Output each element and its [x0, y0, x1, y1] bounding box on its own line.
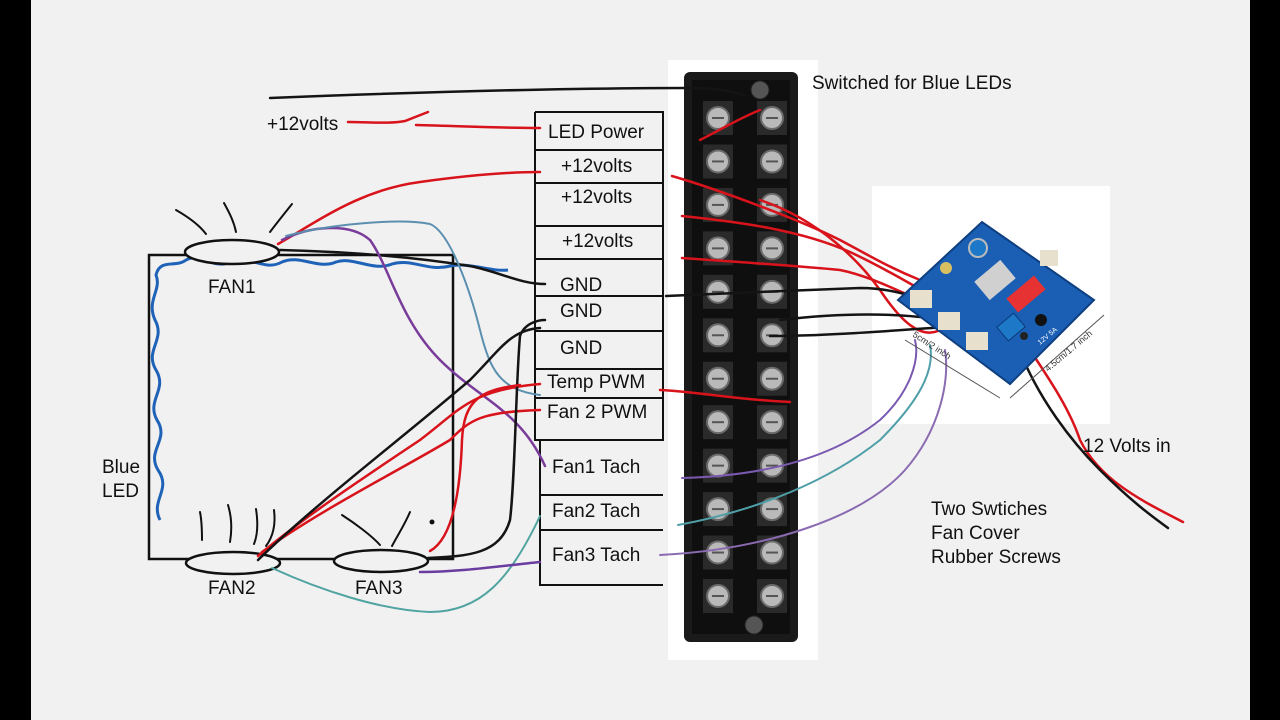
blue-led-label-line2: LED [102, 481, 139, 502]
fan1-icon [183, 238, 281, 266]
blue-led-strip [150, 256, 509, 521]
wire-tb-black-2 [778, 313, 932, 322]
terminal-label-gnd-2: GND [560, 301, 603, 322]
terminal-label-fan3-tach: Fan3 Tach [552, 545, 641, 566]
wire-tb-red-2 [680, 214, 920, 290]
fan2-icon [184, 550, 282, 576]
plus12-input-label: +12volts [267, 114, 339, 135]
wire-tb-tach-2 [677, 344, 932, 526]
fan3-label: FAN3 [355, 578, 403, 599]
wire-fan2-red2 [260, 408, 542, 554]
wire-tb-red-4 [758, 198, 942, 334]
wire-fan1-red [276, 170, 542, 246]
terminal-label-led-power: LED Power [548, 122, 645, 143]
wire-12v-in-red [1028, 348, 1185, 524]
terminal-label-gnd-1: GND [560, 275, 603, 296]
note-line-2: Fan Cover [931, 523, 1020, 544]
terminal-label-plus12-3: +12volts [562, 231, 634, 252]
wire-tb-red-pwm [658, 388, 792, 404]
wire-fan1-tach2 [285, 220, 541, 396]
wire-12v-in-black [1018, 350, 1170, 530]
wire-fan3-black [426, 318, 547, 560]
wire-fan1-black [278, 248, 547, 286]
wire-tb-tach-1 [681, 339, 918, 479]
terminal-label-fan1-tach: Fan1 Tach [552, 457, 641, 478]
wire-fan3-red [428, 383, 522, 553]
wire-fan2-black [256, 326, 542, 562]
wire-plus12-switch-b [414, 123, 542, 130]
wire-tb-red-1 [670, 174, 922, 282]
note-line-3: Rubber Screws [931, 547, 1061, 568]
switched-led-label: Switched for Blue LEDs [812, 73, 1012, 94]
wire-switched-black [268, 86, 747, 100]
fan1-label: FAN1 [208, 277, 256, 298]
wire-tb-tach-3 [659, 349, 948, 556]
terminal-label-temp-pwm: Temp PWM [547, 372, 646, 393]
terminal-label-plus12-1: +12volts [561, 156, 633, 177]
controller-board: 12V 5A 5cm/2 inch 4.5cm/1.7 inch [896, 220, 1105, 399]
wire-tb-black-3 [768, 324, 962, 338]
wire-tb-red-lines [698, 108, 762, 142]
fan2-label: FAN2 [208, 578, 256, 599]
wire-tb-red-3 [680, 256, 922, 302]
twelve-volts-in-label: 12 Volts in [1083, 436, 1171, 457]
terminal-label-fan2-tach: Fan2 Tach [552, 501, 641, 522]
terminal-block [684, 72, 798, 642]
case-outline [147, 253, 455, 561]
terminal-label-fan2-pwm: Fan 2 PWM [547, 402, 648, 423]
blue-led-label-line1: Blue [102, 457, 141, 478]
terminal-label-gnd-3: GND [560, 338, 603, 359]
fan-rays [175, 202, 435, 547]
note-line-1: Two Swtiches [931, 499, 1048, 520]
wire-fan3-tach [418, 560, 542, 574]
terminal-label-boxes [534, 111, 664, 586]
fan3-icon [332, 548, 430, 574]
terminal-label-plus12-2: +12volts [561, 187, 633, 208]
wire-plus12-switch-a [346, 110, 430, 124]
